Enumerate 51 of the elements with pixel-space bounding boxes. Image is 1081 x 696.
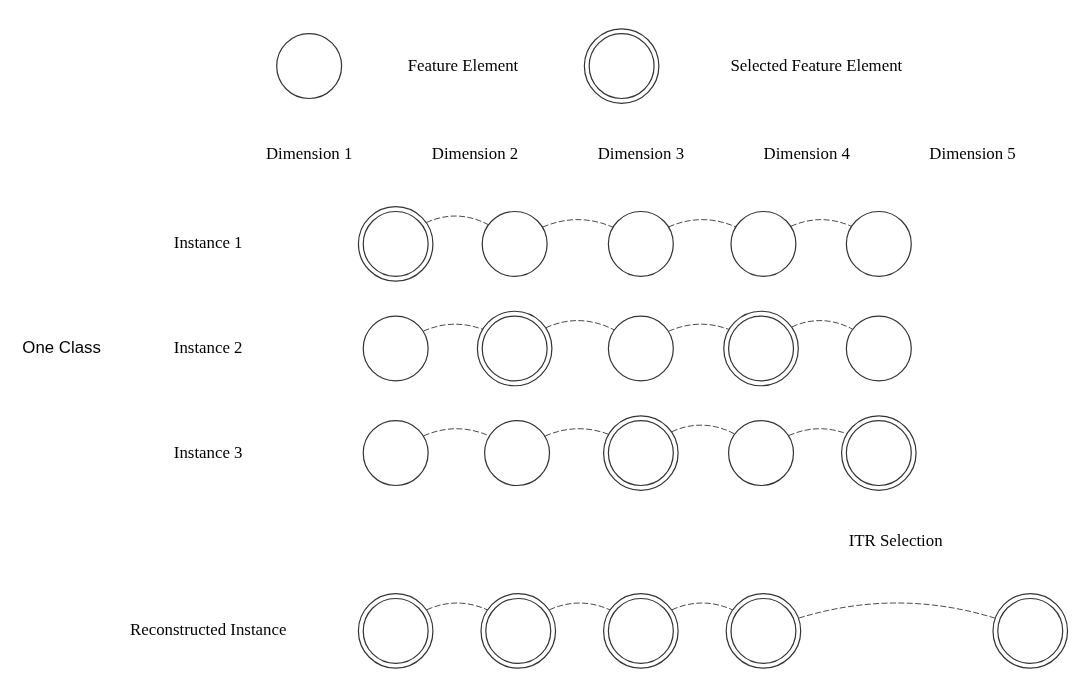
node-circle	[362, 314, 429, 382]
connector	[788, 427, 848, 436]
node-ring	[357, 205, 434, 282]
node-circle	[484, 419, 551, 486]
node-ring	[603, 414, 679, 491]
connector	[425, 215, 489, 225]
connector	[545, 319, 615, 330]
node-ring	[476, 310, 553, 386]
node-ring	[992, 592, 1069, 669]
legend-label: Feature Element	[407, 55, 519, 75]
node-ring	[357, 592, 434, 669]
label: Instance 3	[173, 442, 243, 462]
node-circle	[728, 419, 795, 486]
node-circle	[607, 210, 674, 277]
label: Dimension 4	[763, 143, 850, 163]
connector	[548, 602, 611, 610]
connector	[544, 427, 609, 436]
node-ring	[723, 310, 799, 386]
node-ring	[725, 592, 802, 669]
connector	[668, 323, 730, 332]
legend-label: Selected Feature Element	[730, 55, 903, 75]
connector	[798, 602, 996, 619]
node-circle	[481, 210, 548, 277]
label: Reconstructed Instance	[129, 619, 287, 639]
connector	[790, 218, 852, 227]
node-ring	[840, 414, 917, 491]
connector	[668, 218, 737, 227]
node-circle	[607, 314, 674, 382]
label: Instance 2	[173, 337, 243, 357]
connector	[423, 323, 484, 332]
connector	[426, 602, 488, 610]
connector	[791, 319, 854, 330]
node-ring	[583, 27, 660, 104]
connector	[423, 427, 490, 436]
node-ring	[480, 592, 557, 669]
node-circle	[362, 419, 429, 486]
node-circle	[845, 314, 912, 382]
label: ITR Selection	[848, 530, 943, 550]
node-circle	[730, 210, 797, 277]
label: Dimension 5	[929, 143, 1016, 163]
label: Dimension 1	[265, 143, 353, 163]
label: Dimension 3	[597, 143, 685, 163]
label: Instance 1	[173, 232, 243, 252]
node-circle	[845, 210, 912, 277]
node-ring	[603, 592, 679, 669]
label: One Class	[22, 337, 101, 357]
node-circle	[276, 32, 343, 99]
label: Dimension 2	[431, 143, 519, 163]
connector	[671, 602, 733, 610]
connector	[671, 424, 736, 434]
connector	[542, 218, 614, 228]
